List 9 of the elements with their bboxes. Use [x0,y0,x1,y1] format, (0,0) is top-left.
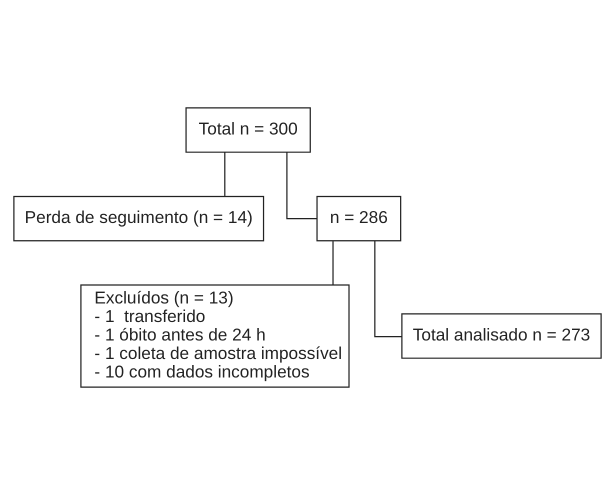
node-box: Total n = 300 [185,106,311,152]
connector [224,152,226,196]
connector [286,152,317,219]
connector [374,240,402,337]
node-box: Perda de seguimento (n = 14) [13,195,264,241]
node-box: n = 286 [316,195,402,241]
node-box: Excluídos (n = 13) - 1 transferido - 1 óbito antes de 24 h - 1 coleta de amostra impossível - 10 com dados incompletos [80,284,350,388]
node-box: Total analisado n = 273 [401,312,602,358]
connector [332,240,334,284]
